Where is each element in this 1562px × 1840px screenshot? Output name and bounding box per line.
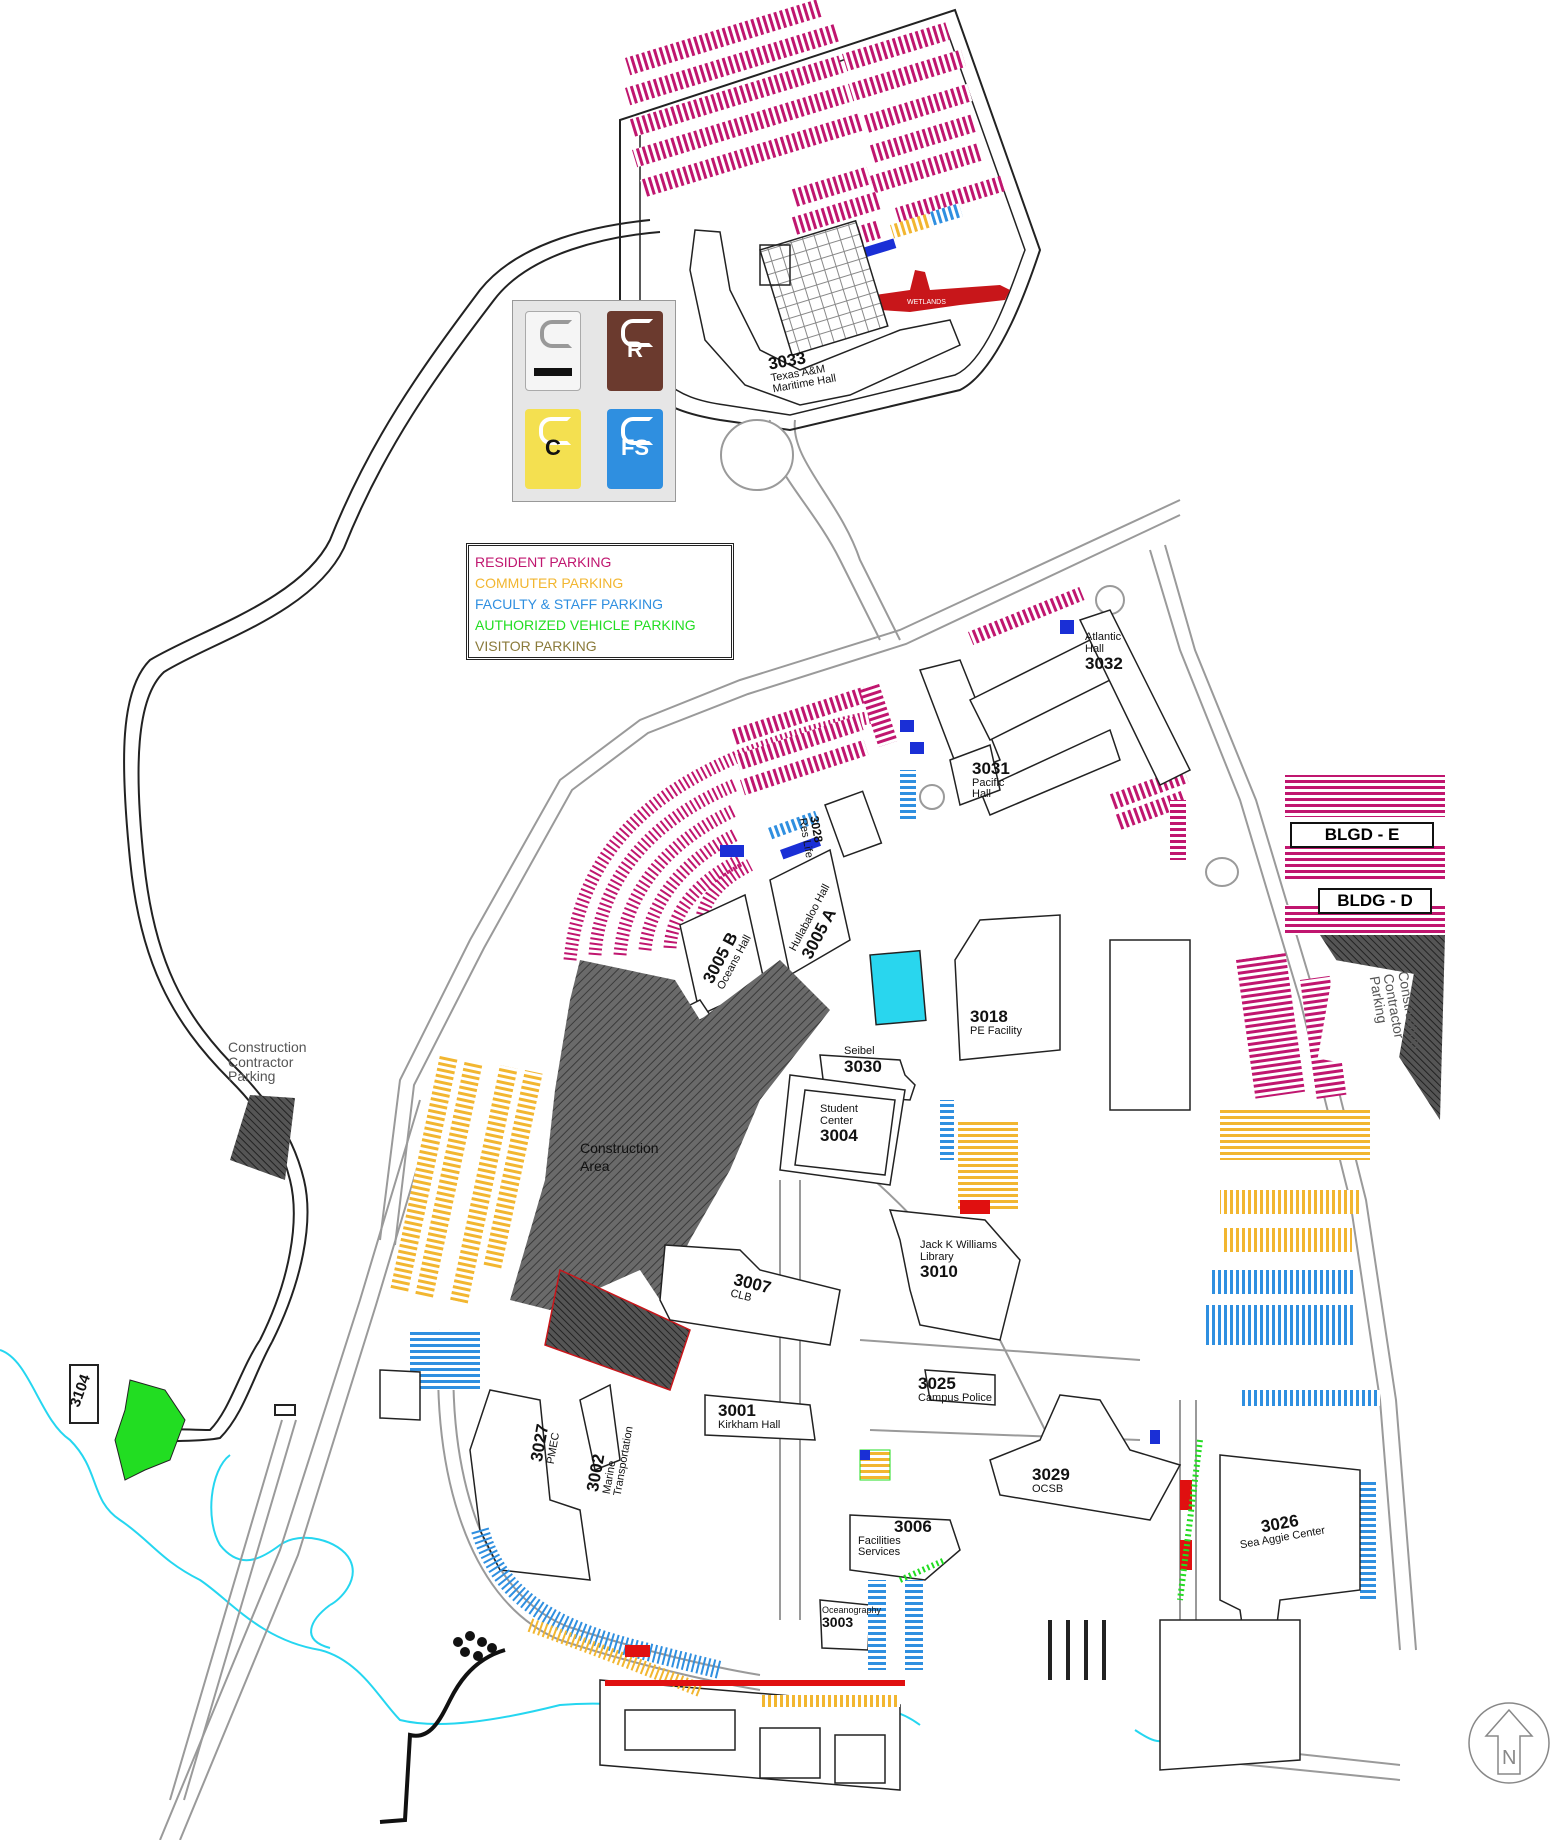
wetlands: WETLANDS	[875, 270, 1010, 312]
building-3004-name: Student Center	[820, 1103, 858, 1127]
building-3031-label: 3031 Pacific Hall	[972, 760, 1010, 801]
building-3006-label: 3006 Facilities Services	[858, 1518, 932, 1559]
west-contractor-parking-label: Construction Contractor Parking	[228, 1039, 307, 1085]
west-pier	[379, 1648, 506, 1824]
building-3018-number: 3018	[970, 1007, 1008, 1026]
permit-tag-commuter-icon: C	[525, 409, 581, 489]
building-3025-name: Campus Police	[918, 1391, 992, 1404]
parking-permit-panel: R C FS	[512, 300, 676, 502]
legend-faculty: FACULTY & STAFF PARKING	[475, 596, 663, 612]
parking-legend: RESIDENT PARKING COMMUTER PARKING FACULT…	[466, 543, 734, 660]
commuter-permit-letter: C	[545, 435, 561, 460]
south-commuter-lot	[471, 1430, 1203, 1707]
building-3032-label: Atlantic Hall 3032	[1085, 631, 1123, 674]
building-3030-number: 3030	[844, 1056, 882, 1076]
building-3010-name: Jack K Williams Library	[920, 1239, 998, 1263]
resident-permit-letter: R	[627, 337, 643, 362]
building-3029-label: 3029 OCSB	[1032, 1466, 1070, 1495]
construction-area	[510, 960, 830, 1310]
building-3032-name: Atlantic Hall	[1085, 631, 1122, 655]
permit-tag-faculty-icon: FS	[607, 409, 663, 489]
building-3018-name: PE Facility	[970, 1024, 1022, 1037]
building-3029-number: 3029	[1032, 1465, 1070, 1484]
maritime-hall-building	[689, 219, 961, 406]
west-commuter-lot	[390, 1055, 543, 1390]
permit-tag-generic-icon	[525, 311, 581, 391]
building-3029-name: OCSB	[1032, 1482, 1064, 1495]
building-3004-label: Student Center 3004	[820, 1103, 858, 1146]
building-3001-name: Kirkham Hall	[718, 1418, 781, 1431]
building-3006-number: 3006	[894, 1517, 932, 1536]
pe-facility-building	[869, 914, 1191, 1111]
building-3031-name: Pacific Hall	[972, 776, 1005, 801]
north-central-resident-lot	[720, 587, 1189, 860]
building-3003-label: Oceanography 3003	[822, 1605, 882, 1631]
construction-black-area	[544, 1268, 691, 1391]
north-arrow-icon: N	[1468, 1702, 1550, 1784]
wetland-label: WETLANDS	[907, 299, 946, 306]
building-3025-number: 3025	[918, 1374, 956, 1393]
west-contractor-parking	[230, 1095, 295, 1180]
legend-resident: RESIDENT PARKING	[475, 554, 612, 570]
building-3003-name: Oceanography	[822, 1605, 882, 1615]
building-3031-number: 3031	[972, 759, 1010, 778]
site-3104-tag	[69, 1364, 99, 1424]
construction-area-label: Construction Area	[580, 1140, 662, 1174]
res-life-building	[824, 790, 883, 858]
building-3004-number: 3004	[820, 1126, 858, 1146]
building-3030-label: Seibel 3030	[844, 1045, 882, 1076]
north-resident-lot	[625, 0, 1005, 266]
trees	[453, 1631, 497, 1661]
atlantic-pacific-halls	[918, 609, 1192, 816]
faculty-permit-letter: FS	[620, 435, 650, 460]
permit-tag-resident-icon: R	[607, 311, 663, 391]
building-3003-number: 3003	[822, 1614, 854, 1631]
highway-band	[169, 1404, 297, 1801]
building-3030-name: Seibel	[844, 1045, 875, 1057]
building-3001-label: 3001 Kirkham Hall	[718, 1402, 780, 1431]
bldg-e-tag: BLGD - E	[1290, 822, 1434, 848]
building-3032-number: 3032	[1085, 654, 1123, 674]
building-3001-number: 3001	[718, 1401, 756, 1420]
legend-authorized: AUTHORIZED VEHICLE PARKING	[475, 617, 696, 633]
building-3006-name: Facilities Services	[858, 1534, 901, 1559]
bldg-e-d-resident	[1285, 775, 1445, 935]
building-3010-number: 3010	[920, 1262, 958, 1282]
building-3018-label: 3018 PE Facility	[970, 1008, 1022, 1037]
bldg-d-tag: BLDG - D	[1318, 888, 1432, 914]
north-arrow-label: N	[1502, 1747, 1516, 1769]
legend-visitor: VISITOR PARKING	[475, 638, 597, 654]
legend-commuter: COMMUTER PARKING	[475, 575, 624, 591]
east-commuter-lot	[940, 953, 1380, 1600]
docks	[599, 1619, 1301, 1791]
building-3010-label: Jack K Williams Library 3010	[920, 1239, 998, 1282]
site-3104-green-area	[114, 1379, 186, 1481]
hullabaloo-oceans-halls	[678, 848, 851, 1026]
building-3025-label: 3025 Campus Police	[918, 1375, 992, 1404]
